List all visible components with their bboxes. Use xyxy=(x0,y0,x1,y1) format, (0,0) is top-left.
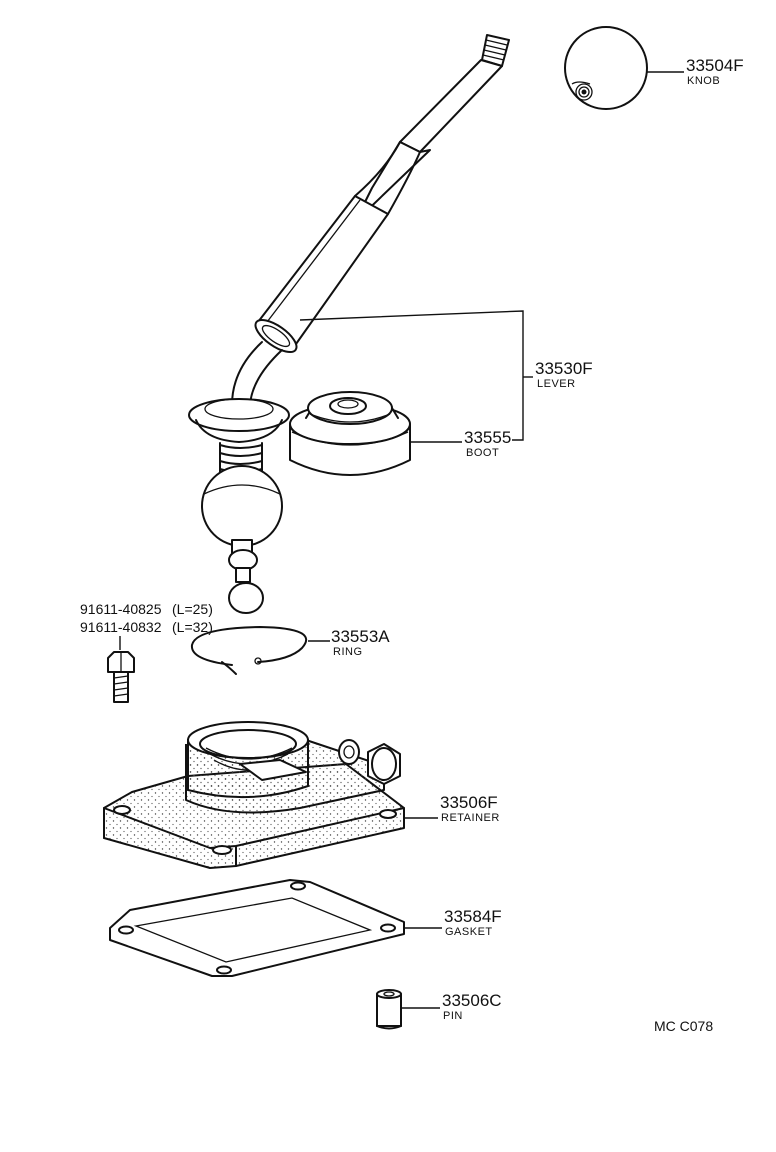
lever-bracket-line xyxy=(299,310,524,441)
boot-part xyxy=(289,391,462,476)
lever-part xyxy=(188,34,510,614)
pin-label: PIN xyxy=(443,1010,463,1022)
retainer-part xyxy=(103,721,438,869)
boot-label: BOOT xyxy=(466,447,499,459)
knob-label: KNOB xyxy=(687,75,720,87)
boot-part-number: 33555 xyxy=(464,428,511,447)
lever-label: LEVER xyxy=(537,378,576,390)
pin-part-number: 33506C xyxy=(442,991,502,1010)
ring-part-number: 33553A xyxy=(331,627,390,646)
figure-code: MC C078 xyxy=(654,1018,713,1034)
bolt-part-number-1: 91611-40825 xyxy=(80,601,162,617)
bolt-part xyxy=(107,636,135,703)
ring-part xyxy=(190,626,330,675)
gasket-part xyxy=(109,879,442,977)
knob-part-number: 33504F xyxy=(686,56,744,75)
lever-part-number: 33530F xyxy=(535,359,593,378)
gasket-label: GASKET xyxy=(445,926,493,938)
bolt-spec-1: (L=25) xyxy=(172,601,213,617)
bolt-part-number-2: 91611-40832 xyxy=(80,619,162,635)
retainer-label: RETAINER xyxy=(441,812,500,824)
bolt-spec-2: (L=32) xyxy=(172,619,213,635)
retainer-part-number: 33506F xyxy=(440,793,498,812)
knob-part xyxy=(564,26,684,110)
gasket-part-number: 33584F xyxy=(444,907,502,926)
ring-label: RING xyxy=(333,646,363,658)
pin-part xyxy=(376,989,440,1030)
